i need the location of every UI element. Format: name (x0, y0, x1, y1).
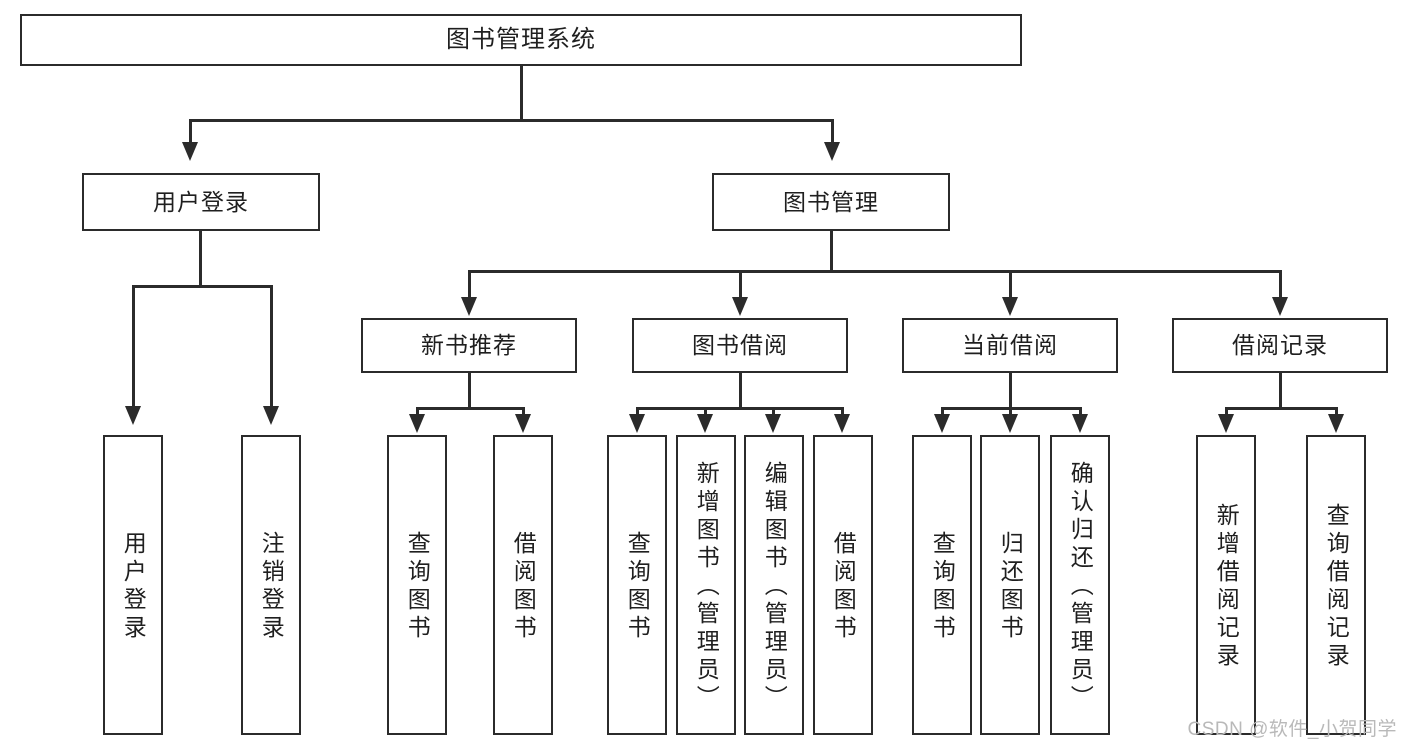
connector-root-to-user-login (189, 119, 192, 144)
leaf-node-query-book-3[interactable]: 查询图书 (912, 435, 972, 735)
arrow-root-to-user-login (182, 142, 198, 161)
node-new-book-recommendation[interactable]: 新书推荐 (361, 318, 577, 373)
leaf-label: 查询图书 (404, 531, 431, 643)
arrow-root-to-book-mgmt (824, 142, 840, 161)
leaf-label: 用户登录 (120, 531, 147, 643)
leaf-node-return-book[interactable]: 归还图书 (980, 435, 1040, 735)
node-borrowing-record[interactable]: 借阅记录 (1172, 318, 1388, 373)
leaf-node-query-book-1[interactable]: 查询图书 (387, 435, 447, 735)
connector-root-stem (520, 66, 523, 120)
leaf-node-add-record[interactable]: 新增借阅记录 (1196, 435, 1256, 735)
connector-user-login-bus (132, 285, 272, 288)
connector-bus-to-current-borrow (1009, 270, 1012, 298)
arrow-to-leaf-query-book-3 (934, 414, 950, 433)
arrow-to-leaf-edit-book (765, 414, 781, 433)
arrow-to-leaf-return-book (1002, 414, 1018, 433)
arrow-to-leaf-query-book-1 (409, 414, 425, 433)
leaf-label: 确认归还（管理员） (1067, 461, 1094, 713)
connector-current-borrow-bus (941, 407, 1082, 410)
leaf-node-query-record[interactable]: 查询借阅记录 (1306, 435, 1366, 735)
arrow-to-current-borrow (1002, 297, 1018, 316)
leaf-node-edit-book[interactable]: 编辑图书（管理员） (744, 435, 804, 735)
node-book-borrowing[interactable]: 图书借阅 (632, 318, 848, 373)
arrow-to-leaf-add-book (697, 414, 713, 433)
arrow-to-borrow-record (1272, 297, 1288, 316)
arrow-to-new-book-rec (461, 297, 477, 316)
node-root-system[interactable]: 图书管理系统 (20, 14, 1022, 66)
connector-new-book-rec-bus (416, 407, 524, 410)
leaf-node-confirm-return[interactable]: 确认归还（管理员） (1050, 435, 1110, 735)
connector-borrow-record-stem (1279, 373, 1282, 409)
leaf-node-borrow-book-2[interactable]: 借阅图书 (813, 435, 873, 735)
leaf-node-borrow-book-1[interactable]: 借阅图书 (493, 435, 553, 735)
leaf-label: 借阅图书 (510, 531, 537, 643)
leaf-node-add-book[interactable]: 新增图书（管理员） (676, 435, 736, 735)
connector-user-login-child-1 (132, 285, 135, 407)
arrow-to-leaf-query-record (1328, 414, 1344, 433)
leaf-label: 新增借阅记录 (1213, 503, 1240, 671)
node-user-login[interactable]: 用户登录 (82, 173, 320, 231)
leaf-node-query-book-2[interactable]: 查询图书 (607, 435, 667, 735)
leaf-label: 借阅图书 (830, 531, 857, 643)
leaf-label: 查询图书 (624, 531, 651, 643)
connector-book-mgmt-bus (468, 270, 1281, 273)
connector-bus-to-borrow-record (1279, 270, 1282, 298)
connector-borrow-record-bus (1225, 407, 1337, 410)
leaf-node-user-logout[interactable]: 注销登录 (241, 435, 301, 735)
leaf-node-user-login[interactable]: 用户登录 (103, 435, 163, 735)
leaf-label: 新增图书（管理员） (693, 461, 720, 713)
leaf-label: 归还图书 (997, 531, 1024, 643)
arrow-to-leaf-borrow-book-1 (515, 414, 531, 433)
connector-user-login-child-2 (270, 285, 273, 407)
connector-bus-to-new-book-rec (468, 270, 471, 298)
connector-user-login-stem (199, 231, 202, 287)
connector-bus-to-book-borrow (739, 270, 742, 298)
arrow-to-leaf-borrow-book-2 (834, 414, 850, 433)
node-book-management[interactable]: 图书管理 (712, 173, 950, 231)
arrow-to-leaf-user-login (125, 406, 141, 425)
leaf-label: 查询图书 (929, 531, 956, 643)
arrow-to-book-borrow (732, 297, 748, 316)
arrow-to-leaf-user-logout (263, 406, 279, 425)
node-current-borrowing[interactable]: 当前借阅 (902, 318, 1118, 373)
connector-book-mgmt-stem (830, 231, 833, 272)
leaf-label: 查询借阅记录 (1323, 503, 1350, 671)
connector-book-borrow-bus (636, 407, 844, 410)
arrow-to-leaf-add-record (1218, 414, 1234, 433)
arrow-to-leaf-confirm-return (1072, 414, 1088, 433)
leaf-label: 注销登录 (258, 531, 285, 643)
connector-root-bus (189, 119, 833, 122)
arrow-to-leaf-query-book-2 (629, 414, 645, 433)
connector-new-book-rec-stem (468, 373, 471, 409)
connector-root-to-book-mgmt (831, 119, 834, 144)
connector-book-borrow-stem (739, 373, 742, 409)
connector-current-borrow-stem (1009, 373, 1012, 409)
leaf-label: 编辑图书（管理员） (761, 461, 788, 713)
